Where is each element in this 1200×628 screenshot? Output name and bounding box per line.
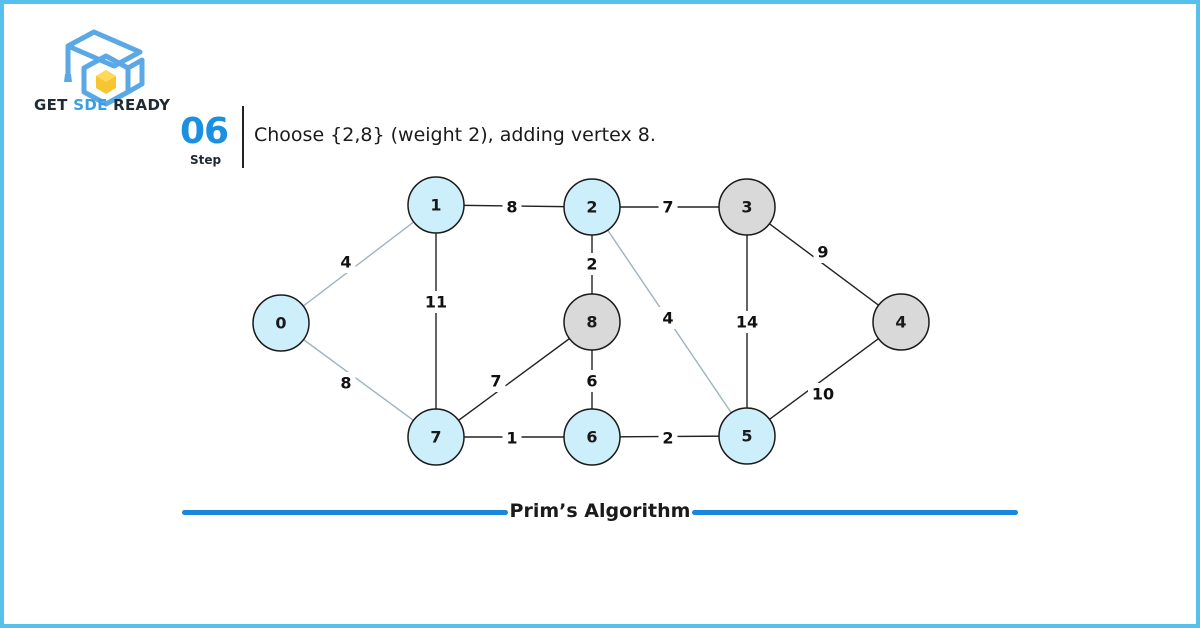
edge-weight-bg bbox=[502, 427, 522, 449]
edge-weight-bg bbox=[582, 370, 602, 392]
step-number: 06 bbox=[180, 111, 229, 152]
edge-weight-bg bbox=[502, 196, 522, 218]
edge-weight-bg bbox=[336, 372, 356, 394]
nodes-layer: 0 1 2 3 4 5 6 7 8 bbox=[252, 176, 930, 466]
weights-layer: 4 8 8 11 7 2 4 9 14 10 7 6 1 2 bbox=[336, 196, 838, 449]
brand-name-suffix: READY bbox=[107, 96, 171, 114]
edge-weight-bg bbox=[486, 370, 506, 392]
node-circle bbox=[563, 408, 621, 466]
edge-weight-0-7: 8 bbox=[340, 374, 351, 393]
node-8: 8 bbox=[563, 293, 621, 351]
edge-0-7 bbox=[280, 322, 437, 438]
edge-weight-1-2: 8 bbox=[506, 198, 517, 217]
edge-weight-2-8: 2 bbox=[586, 255, 597, 274]
edge-weight-2-3: 7 bbox=[662, 198, 673, 217]
node-circle bbox=[252, 294, 310, 352]
footer-line-left bbox=[182, 510, 508, 515]
node-label: 6 bbox=[586, 428, 597, 447]
node-6: 6 bbox=[563, 408, 621, 466]
edge-weight-bg bbox=[732, 311, 762, 333]
edge-weight-2-5: 4 bbox=[662, 309, 673, 328]
brand-name-accent: SDE bbox=[73, 96, 108, 114]
node-7: 7 bbox=[407, 408, 465, 466]
edge-weight-3-5: 14 bbox=[736, 313, 758, 332]
edge-weight-bg bbox=[582, 253, 602, 275]
edge-8-7 bbox=[435, 321, 593, 438]
step-description: Choose {2,8} (weight 2), adding vertex 8… bbox=[254, 124, 656, 146]
graduation-cap-cube-icon bbox=[64, 29, 145, 107]
node-label: 8 bbox=[586, 313, 597, 332]
node-circle bbox=[718, 178, 776, 236]
edge-weight-8-7: 7 bbox=[490, 372, 501, 391]
edge-4-5 bbox=[746, 321, 902, 437]
brand-name-prefix: GET bbox=[34, 96, 74, 114]
edge-weight-bg bbox=[658, 196, 678, 218]
node-circle bbox=[407, 176, 465, 234]
edge-weight-0-1: 4 bbox=[340, 253, 351, 272]
node-2: 2 bbox=[563, 178, 621, 236]
node-circle bbox=[563, 178, 621, 236]
node-1: 1 bbox=[407, 176, 465, 234]
node-circle bbox=[718, 407, 776, 465]
edge-weight-bg bbox=[658, 307, 678, 329]
node-0: 0 bbox=[252, 294, 310, 352]
node-4: 4 bbox=[872, 293, 930, 351]
node-circle bbox=[407, 408, 465, 466]
edge-weight-4-5: 10 bbox=[812, 385, 834, 404]
node-circle bbox=[563, 293, 621, 351]
edge-weight-1-7: 11 bbox=[425, 293, 447, 312]
node-label: 3 bbox=[741, 198, 752, 217]
node-label: 0 bbox=[275, 314, 286, 333]
footer-title: Prim’s Algorithm bbox=[509, 500, 691, 522]
edge-weight-6-5: 2 bbox=[662, 429, 673, 448]
edge-weight-bg bbox=[658, 427, 678, 449]
edge-weight-8-6: 6 bbox=[586, 372, 597, 391]
brand-name: GET SDE READY bbox=[34, 96, 170, 114]
edge-weight-bg bbox=[813, 241, 833, 263]
node-label: 2 bbox=[586, 198, 597, 217]
node-3: 3 bbox=[718, 178, 776, 236]
node-label: 5 bbox=[741, 427, 752, 446]
edge-weight-3-4: 9 bbox=[817, 243, 828, 262]
edge-3-4 bbox=[746, 206, 902, 323]
node-label: 1 bbox=[430, 196, 441, 215]
node-circle bbox=[872, 293, 930, 351]
edge-weight-bg bbox=[421, 291, 451, 313]
node-5: 5 bbox=[718, 407, 776, 465]
edge-weight-7-6: 1 bbox=[506, 429, 517, 448]
edge-0-1 bbox=[280, 204, 437, 324]
edge-weight-bg bbox=[336, 251, 356, 273]
footer-line-right bbox=[692, 510, 1018, 515]
node-label: 4 bbox=[895, 313, 906, 332]
step-divider bbox=[242, 106, 244, 168]
step-label: Step bbox=[190, 153, 222, 167]
node-label: 7 bbox=[430, 428, 441, 447]
edge-weight-bg bbox=[808, 383, 838, 405]
